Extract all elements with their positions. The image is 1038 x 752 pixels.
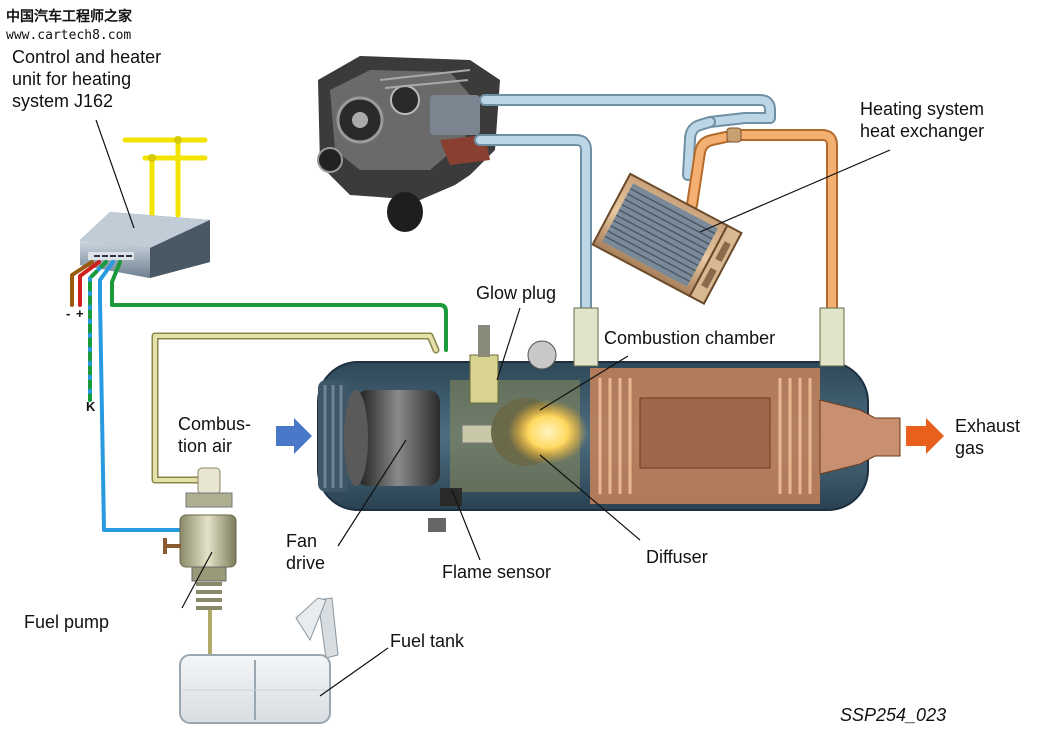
engine-illustration bbox=[317, 56, 500, 232]
exhaust-gas-label-line: Exhaust bbox=[955, 416, 1021, 436]
combustion-air-label: Combus- tion air bbox=[178, 413, 251, 457]
coolant-pipes-hot bbox=[686, 129, 838, 316]
exhaust-gas-arrow bbox=[906, 418, 944, 454]
leader-lines bbox=[95, 119, 891, 697]
hose-clamp bbox=[726, 127, 742, 143]
heat-exchanger-label: Heating system heat exchanger bbox=[860, 98, 984, 142]
fan-drive-label: Fan drive bbox=[286, 530, 325, 574]
yellow-wires bbox=[122, 136, 208, 218]
exhaust-gas-label: Exhaust gas bbox=[955, 415, 1020, 459]
control-unit-wires bbox=[70, 260, 448, 532]
combustion-air-label-line: Combus- bbox=[178, 414, 252, 434]
terminal-minus-label: - bbox=[66, 306, 71, 321]
control-unit-box bbox=[80, 212, 210, 278]
fuel-pump-label: Fuel pump bbox=[24, 612, 110, 632]
heat-exchanger-label-line: Heating system bbox=[860, 99, 985, 119]
flame-sensor-label: Flame sensor bbox=[442, 562, 552, 582]
combustion-air-label-line: tion air bbox=[178, 436, 233, 456]
watermark-url: www.cartech8.com bbox=[6, 28, 132, 43]
heat-exchanger-label-line: heat exchanger bbox=[860, 121, 985, 141]
fan-drive-label-line: Fan bbox=[286, 531, 318, 551]
glow-plug-label: Glow plug bbox=[476, 283, 557, 303]
fuel-tank bbox=[179, 597, 339, 724]
heater-unit bbox=[317, 307, 901, 532]
terminal-k-label: K bbox=[86, 399, 96, 414]
control-unit-label: Control and heater unit for heating syst… bbox=[12, 46, 161, 112]
combustion-chamber-label: Combustion chamber bbox=[604, 328, 776, 348]
exhaust-gas-label-line: gas bbox=[955, 438, 985, 458]
heat-exchanger bbox=[591, 172, 743, 306]
fuel-pump bbox=[163, 467, 237, 610]
figure-code: SSP254_023 bbox=[840, 705, 947, 725]
control-unit-label-line: unit for heating bbox=[12, 69, 132, 89]
control-unit-label-line: Control and heater bbox=[12, 47, 162, 67]
terminal-plus-label: + bbox=[76, 306, 84, 321]
diffuser-label: Diffuser bbox=[646, 547, 708, 567]
fuel-tank-label: Fuel tank bbox=[390, 631, 465, 651]
watermark-site-name: 中国汽车工程师之家 bbox=[6, 9, 132, 25]
fan-drive-label-line: drive bbox=[286, 553, 326, 573]
combustion-air-arrow bbox=[276, 418, 312, 454]
control-unit-label-line: system J162 bbox=[12, 91, 114, 111]
coolant-pipes-cold bbox=[474, 94, 776, 316]
